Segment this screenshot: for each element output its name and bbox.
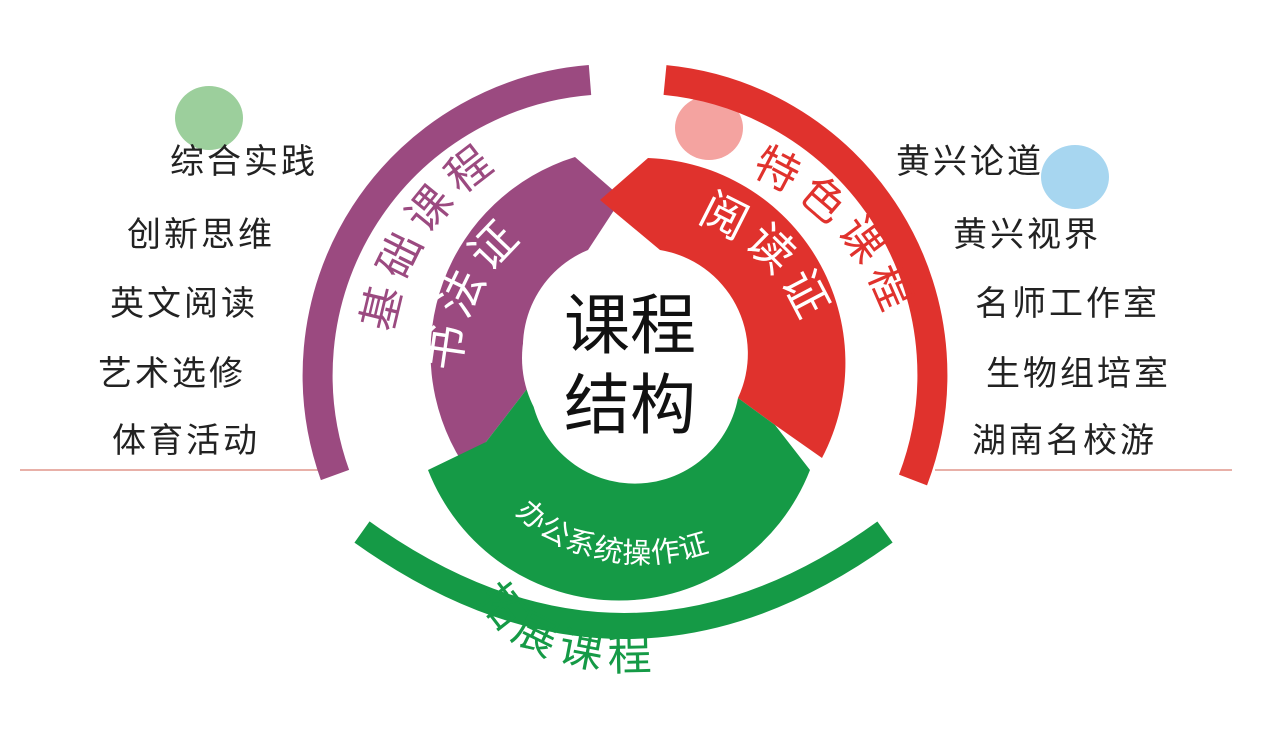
green-dot: [175, 86, 243, 150]
left-list-item-3: 英文阅读: [110, 284, 258, 324]
right-list-item-1: 黄兴论道: [896, 142, 1044, 182]
center-hub: [522, 250, 738, 466]
blue-dot: [1041, 145, 1109, 209]
left-list-item-5: 体育活动: [112, 421, 260, 461]
right-list-item-3: 名师工作室: [975, 284, 1160, 324]
calligraphy-segment: [430, 157, 622, 462]
right-list-item-4: 生物组培室: [986, 354, 1171, 394]
pink-dot: [675, 96, 743, 160]
basic-course-outer-arc: [302, 65, 592, 481]
extended-course-outer-arc: [354, 521, 893, 639]
reading-segment: [600, 158, 846, 458]
left-list-item-1: 综合实践: [170, 142, 318, 182]
center-title-line1: 课程: [564, 287, 696, 364]
right-list-item-5: 湖南名校游: [972, 421, 1157, 461]
special-course-outer-arc: [663, 65, 948, 486]
left-list-item-2: 创新思维: [127, 215, 275, 255]
left-list-item-4: 艺术选修: [98, 354, 246, 394]
right-list-item-2: 黄兴视界: [953, 215, 1101, 255]
office-segment: [428, 385, 810, 601]
center-title-line2: 结构: [564, 367, 696, 444]
